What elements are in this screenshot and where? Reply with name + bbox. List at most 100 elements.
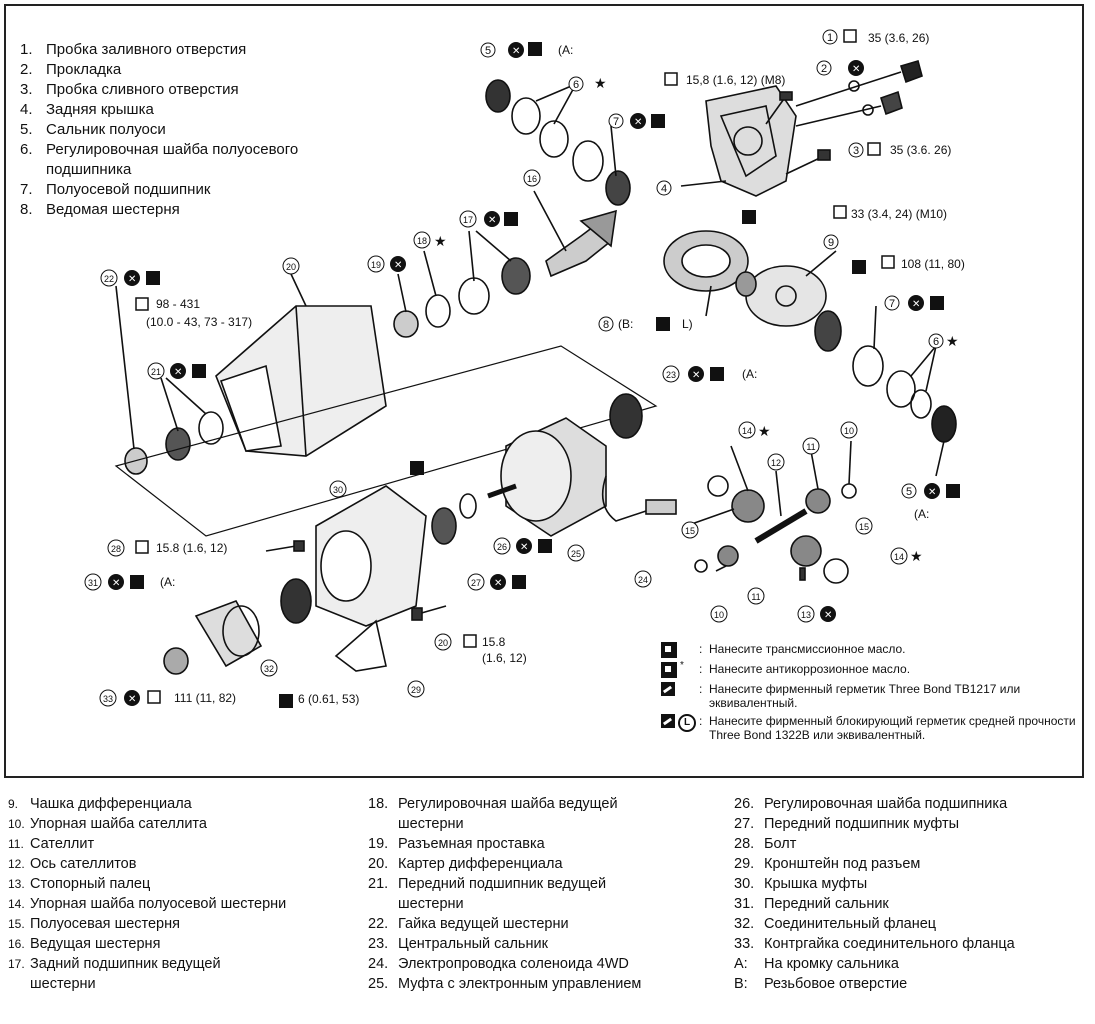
torque-label-1: 35 (3.6, 26) xyxy=(868,31,929,45)
svg-text:✕: ✕ xyxy=(928,487,936,498)
list-item-number: 14. xyxy=(8,897,25,911)
part-number-15: 15 xyxy=(681,521,699,539)
part-number-18: 18 xyxy=(413,231,431,249)
svg-text:1: 1 xyxy=(827,32,833,44)
list-item-number: 33. xyxy=(734,936,755,952)
wrench-icon-28 xyxy=(135,540,149,554)
list-item-number: 1. xyxy=(20,41,33,58)
bolt-20 xyxy=(411,605,447,621)
sealant-icon-8 xyxy=(656,317,670,331)
list-item: 10.Упорная шайба сателлита xyxy=(8,814,358,834)
replace-icon: ✕ xyxy=(508,42,524,58)
svg-text:21: 21 xyxy=(151,367,161,377)
side-gear-thrust-washer xyxy=(823,558,849,584)
torque-label-9: 108 (11, 80) xyxy=(901,257,965,271)
svg-text:18: 18 xyxy=(417,236,427,246)
oil-icon-27 xyxy=(512,575,526,589)
list-item-number: 28. xyxy=(734,836,755,852)
list-item-number: 29. xyxy=(734,856,755,872)
part-number-30: 30 xyxy=(329,480,347,498)
list-item-number: 20. xyxy=(368,856,389,872)
oil-icon xyxy=(661,642,677,658)
svg-text:20: 20 xyxy=(438,638,448,648)
list-item-text: Ведомая шестерня xyxy=(46,201,180,218)
list-item: 19.Разъемная проставка xyxy=(368,834,728,854)
part-number-32: 32 xyxy=(260,659,278,677)
svg-text:7: 7 xyxy=(613,116,619,128)
list-item: 28.Болт xyxy=(734,834,1094,854)
svg-text:16: 16 xyxy=(527,174,537,184)
flange-locknut xyxy=(163,647,189,675)
part-number-26: 26 xyxy=(493,537,511,555)
list-item: 23.Центральный сальник xyxy=(368,934,728,954)
part-number-12: 12 xyxy=(767,453,785,471)
wrench-icon-m8 xyxy=(664,72,678,86)
electronic-clutch-part xyxy=(487,417,607,537)
svg-text:31: 31 xyxy=(88,578,98,588)
list-item: 31.Передний сальник xyxy=(734,894,1094,914)
part-number-24: 24 xyxy=(634,570,652,588)
list-item: 32. Соединительный фланец xyxy=(734,914,1094,934)
wrench-icon-20 xyxy=(463,634,477,648)
list-item: 8. Ведомая шестерня xyxy=(20,200,298,220)
diagram-frame: 1 2 3 4 5 5 6 6 7 7 8 9 10 10 11 11 12 1… xyxy=(4,4,1084,778)
shim-right-a xyxy=(852,345,884,387)
wrench-icon-22 xyxy=(135,297,149,311)
pinion-shim xyxy=(425,294,451,328)
svg-text:6: 6 xyxy=(573,79,579,91)
list-item-number: 30. xyxy=(734,876,755,892)
list-item-text: Регулировочная шайба подшипника xyxy=(764,796,1008,812)
bolt-28 xyxy=(265,540,305,552)
list-item-text: шестерни xyxy=(30,976,96,992)
marker-a-5: (A: xyxy=(914,507,929,521)
list-item-text: Упорная шайба сателлита xyxy=(30,816,207,832)
replace-icon-19: ✕ xyxy=(390,256,406,272)
legend-text: Нанесите фирменный герметик Three Bond T… xyxy=(709,682,1021,710)
svg-text:17: 17 xyxy=(463,215,473,225)
list-item-text: Электропроводка соленоида 4WD xyxy=(398,956,629,972)
list-item: 5.Сальник полуоси xyxy=(20,120,298,140)
part-number-10: 10 xyxy=(840,421,858,439)
svg-text:✕: ✕ xyxy=(128,274,136,285)
list-item-text: Соединительный фланец xyxy=(764,916,937,932)
list-item-number: 4. xyxy=(20,101,33,118)
list-item-number: 25. xyxy=(368,976,389,992)
list-item: 26.Регулировочная шайба подшипника xyxy=(734,794,1094,814)
svg-text:15: 15 xyxy=(685,526,695,536)
oil-icon-5b xyxy=(946,484,960,498)
svg-text:3: 3 xyxy=(853,145,859,157)
list-item: 22.Гайка ведущей шестерни xyxy=(368,914,728,934)
marker-a-23: (A: xyxy=(742,367,757,381)
list-item-number: 8. xyxy=(20,201,33,218)
legend-row-oil: : Нанесите трансмиссионное масло. xyxy=(661,642,1089,658)
pinion-front-race xyxy=(198,411,224,445)
marker-l-8: L) xyxy=(682,317,693,331)
list-item-text: Регулировочная шайба ведущей xyxy=(398,796,618,812)
sealant-icon xyxy=(661,714,675,728)
marker-b-8: (B: xyxy=(618,317,633,331)
svg-text:5: 5 xyxy=(906,486,912,498)
list-item-text: Кронштейн под разъем xyxy=(764,856,921,872)
list-item-text: На кромку сальника xyxy=(764,956,899,972)
filler-plug-part xyxy=(795,60,923,107)
star-icon-18: ★ xyxy=(434,234,447,250)
list-item: шестерни xyxy=(368,894,728,914)
svg-text:2: 2 xyxy=(821,63,827,75)
marker-a-top: (A: xyxy=(558,43,573,57)
wrench-icon-29 xyxy=(279,694,293,708)
list-item-text: шестерни xyxy=(398,816,464,832)
part-number-3: 3 xyxy=(848,142,864,158)
list-item: B:Резьбовое отверстие xyxy=(734,974,1094,994)
legend-row-sealant: : Нанесите фирменный герметик Three Bond… xyxy=(661,682,1089,710)
legend: : Нанесите трансмиссионное масло. * : На… xyxy=(661,642,1089,746)
list-item: 9.Чашка дифференциала xyxy=(8,794,358,814)
ring-gear-part xyxy=(663,230,749,292)
list-item: A:На кромку сальника xyxy=(734,954,1094,974)
list-item: 12.Ось сателлитов xyxy=(8,854,358,874)
list-item-text: Ось сателлитов xyxy=(30,856,137,872)
gasket-part xyxy=(848,80,860,92)
list-item-number: 16. xyxy=(8,937,25,951)
list-item-number: 32. xyxy=(734,916,755,932)
